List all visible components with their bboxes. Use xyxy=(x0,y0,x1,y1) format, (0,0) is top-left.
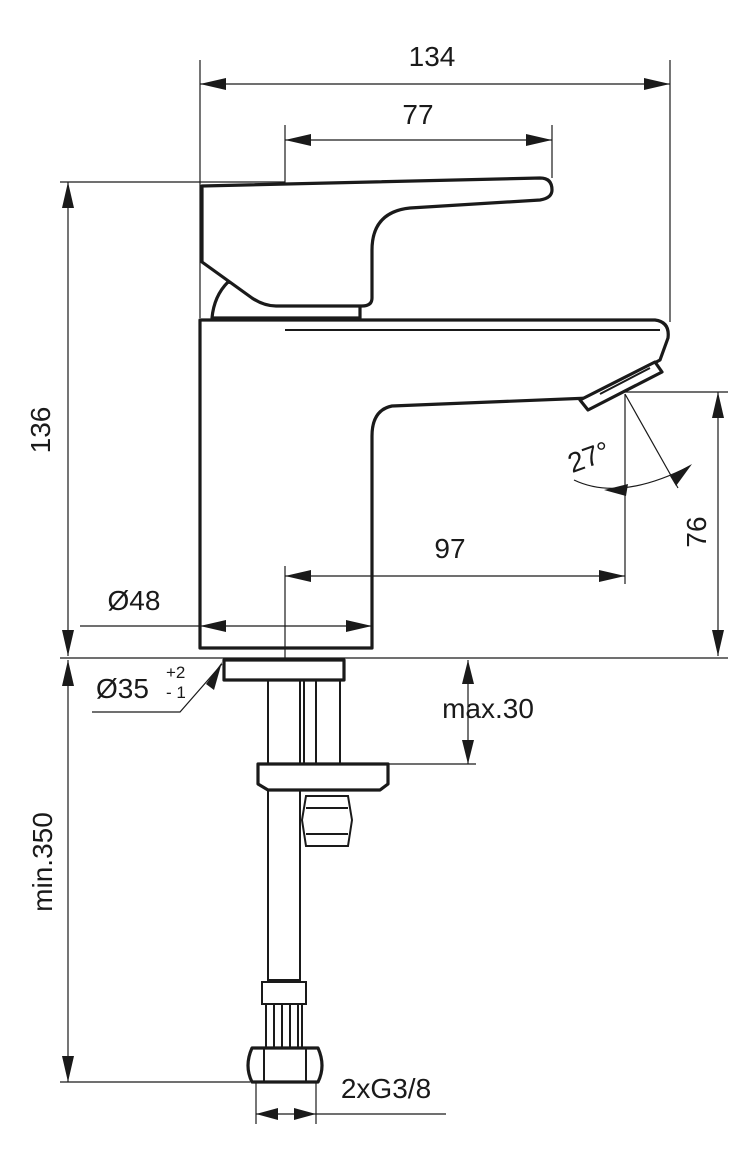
hose-connection-label: 2xG3/8 xyxy=(341,1073,431,1104)
base-tolerance-upper: +2 xyxy=(166,663,185,682)
base-diameter-label: Ø35 xyxy=(96,673,149,704)
spout-height-label: 76 xyxy=(681,516,712,547)
overall-height-label: 136 xyxy=(25,407,56,454)
base-flange xyxy=(222,658,346,682)
lever-handle xyxy=(200,176,554,308)
spout-angle-label: 27° xyxy=(564,435,614,479)
base-tolerance-lower: - 1 xyxy=(166,683,186,702)
aerator-detail xyxy=(599,367,655,403)
faucet-lever xyxy=(200,176,554,320)
mounting-plate xyxy=(256,762,390,792)
max-deck-thickness-label: max.30 xyxy=(442,693,534,724)
faucet-spout-body xyxy=(198,318,670,650)
threaded-rod xyxy=(303,679,317,765)
connection-nut xyxy=(246,1046,324,1084)
hose-ferrule xyxy=(261,981,307,1005)
faucet-body xyxy=(198,318,670,682)
mounting-kit xyxy=(246,679,390,1084)
hose-length-label: min.350 xyxy=(27,812,58,912)
fixing-nut xyxy=(300,795,354,847)
lever-top-edge xyxy=(201,183,286,187)
hose-ferrule-knurl xyxy=(265,1003,303,1049)
braided-hose xyxy=(267,679,301,981)
overall-width-label: 134 xyxy=(409,41,456,72)
mounting-stud xyxy=(315,679,341,765)
dimension-lines xyxy=(60,60,728,1124)
spout-reach-label: 97 xyxy=(434,533,465,564)
lever-length-label: 77 xyxy=(402,99,433,130)
body-diameter-label: Ø48 xyxy=(108,585,161,616)
aerator xyxy=(578,360,664,412)
